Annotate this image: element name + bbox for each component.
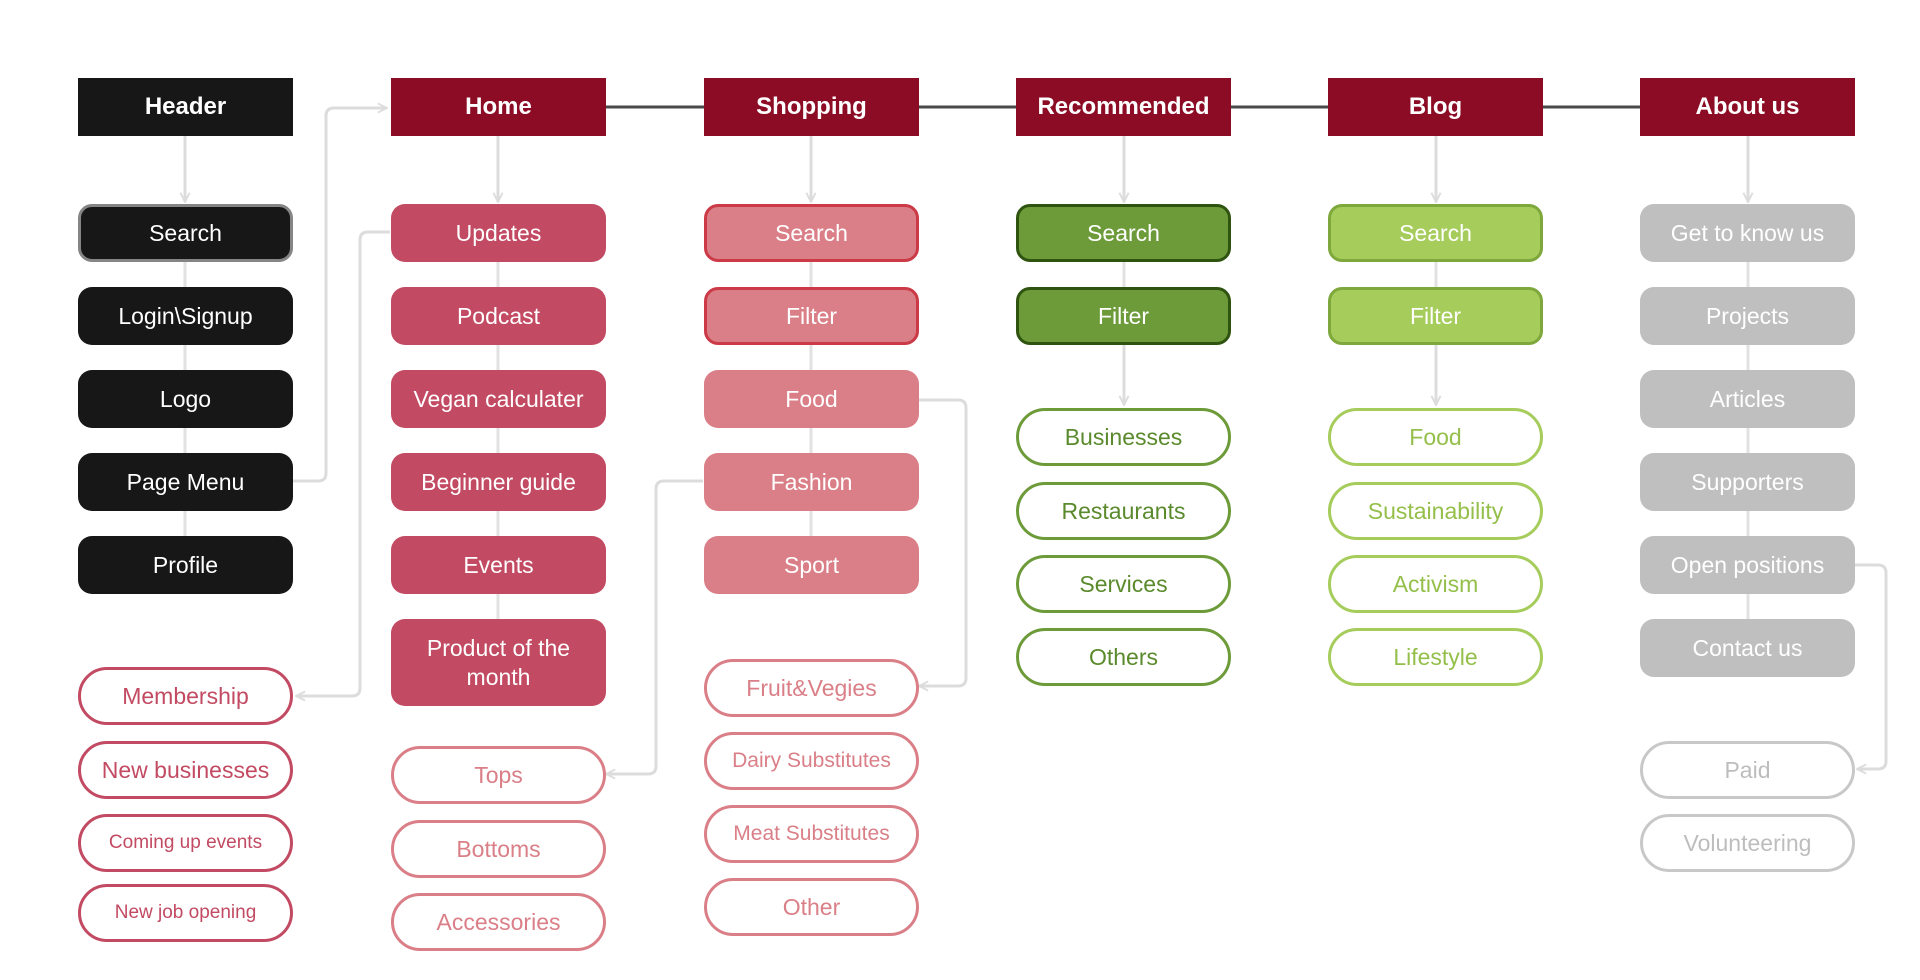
blog-search-node[interactable]: Search <box>1328 204 1543 262</box>
projects-node[interactable]: Projects <box>1640 287 1855 345</box>
meat-substitutes-node[interactable]: Meat Substitutes <box>704 805 919 863</box>
header-logo-node[interactable]: Logo <box>78 370 293 428</box>
shopping-food-node[interactable]: Food <box>704 370 919 428</box>
new-businesses-node[interactable]: New businesses <box>78 741 293 799</box>
blog-filter-node[interactable]: Filter <box>1328 287 1543 345</box>
contact-us-node[interactable]: Contact us <box>1640 619 1855 677</box>
header-login-signup-node[interactable]: Login\Signup <box>78 287 293 345</box>
home-events-node[interactable]: Events <box>391 536 606 594</box>
bottoms-node[interactable]: Bottoms <box>391 820 606 878</box>
home-product-of-the-month-node[interactable]: Product of the month <box>391 619 606 706</box>
home-updates-node[interactable]: Updates <box>391 204 606 262</box>
about-us-column-heading[interactable]: About us <box>1640 78 1855 136</box>
tops-node[interactable]: Tops <box>391 746 606 804</box>
businesses-node[interactable]: Businesses <box>1016 408 1231 466</box>
blog-column-heading[interactable]: Blog <box>1328 78 1543 136</box>
articles-node[interactable]: Articles <box>1640 370 1855 428</box>
recommended-filter-node[interactable]: Filter <box>1016 287 1231 345</box>
shopping-fashion-node[interactable]: Fashion <box>704 453 919 511</box>
blog-food-node[interactable]: Food <box>1328 408 1543 466</box>
shopping-sport-node[interactable]: Sport <box>704 536 919 594</box>
accessories-node[interactable]: Accessories <box>391 893 606 951</box>
new-job-opening-node[interactable]: New job opening <box>78 884 293 942</box>
shopping-filter-node[interactable]: Filter <box>704 287 919 345</box>
volunteering-node[interactable]: Volunteering <box>1640 814 1855 872</box>
paid-node[interactable]: Paid <box>1640 741 1855 799</box>
recommended-search-node[interactable]: Search <box>1016 204 1231 262</box>
header-profile-node[interactable]: Profile <box>78 536 293 594</box>
restaurants-node[interactable]: Restaurants <box>1016 482 1231 540</box>
home-column-heading[interactable]: Home <box>391 78 606 136</box>
membership-node[interactable]: Membership <box>78 667 293 725</box>
home-vegan-calculater-node[interactable]: Vegan calculater <box>391 370 606 428</box>
header-search-node[interactable]: Search <box>78 204 293 262</box>
fruit-vegies-node[interactable]: Fruit&Vegies <box>704 659 919 717</box>
home-beginner-guide-node[interactable]: Beginner guide <box>391 453 606 511</box>
coming-up-events-node[interactable]: Coming up events <box>78 814 293 872</box>
shopping-search-node[interactable]: Search <box>704 204 919 262</box>
home-podcast-node[interactable]: Podcast <box>391 287 606 345</box>
header-page-menu-node[interactable]: Page Menu <box>78 453 293 511</box>
header-column-heading[interactable]: Header <box>78 78 293 136</box>
other-node[interactable]: Other <box>704 878 919 936</box>
get-to-know-us-node[interactable]: Get to know us <box>1640 204 1855 262</box>
open-positions-node[interactable]: Open positions <box>1640 536 1855 594</box>
others-node[interactable]: Others <box>1016 628 1231 686</box>
arrow-lines <box>185 108 1888 774</box>
supporters-node[interactable]: Supporters <box>1640 453 1855 511</box>
recommended-column-heading[interactable]: Recommended <box>1016 78 1231 136</box>
lifestyle-node[interactable]: Lifestyle <box>1328 628 1543 686</box>
shopping-column-heading[interactable]: Shopping <box>704 78 919 136</box>
dairy-substitutes-node[interactable]: Dairy Substitutes <box>704 732 919 790</box>
activism-node[interactable]: Activism <box>1328 555 1543 613</box>
sustainability-node[interactable]: Sustainability <box>1328 482 1543 540</box>
services-node[interactable]: Services <box>1016 555 1231 613</box>
